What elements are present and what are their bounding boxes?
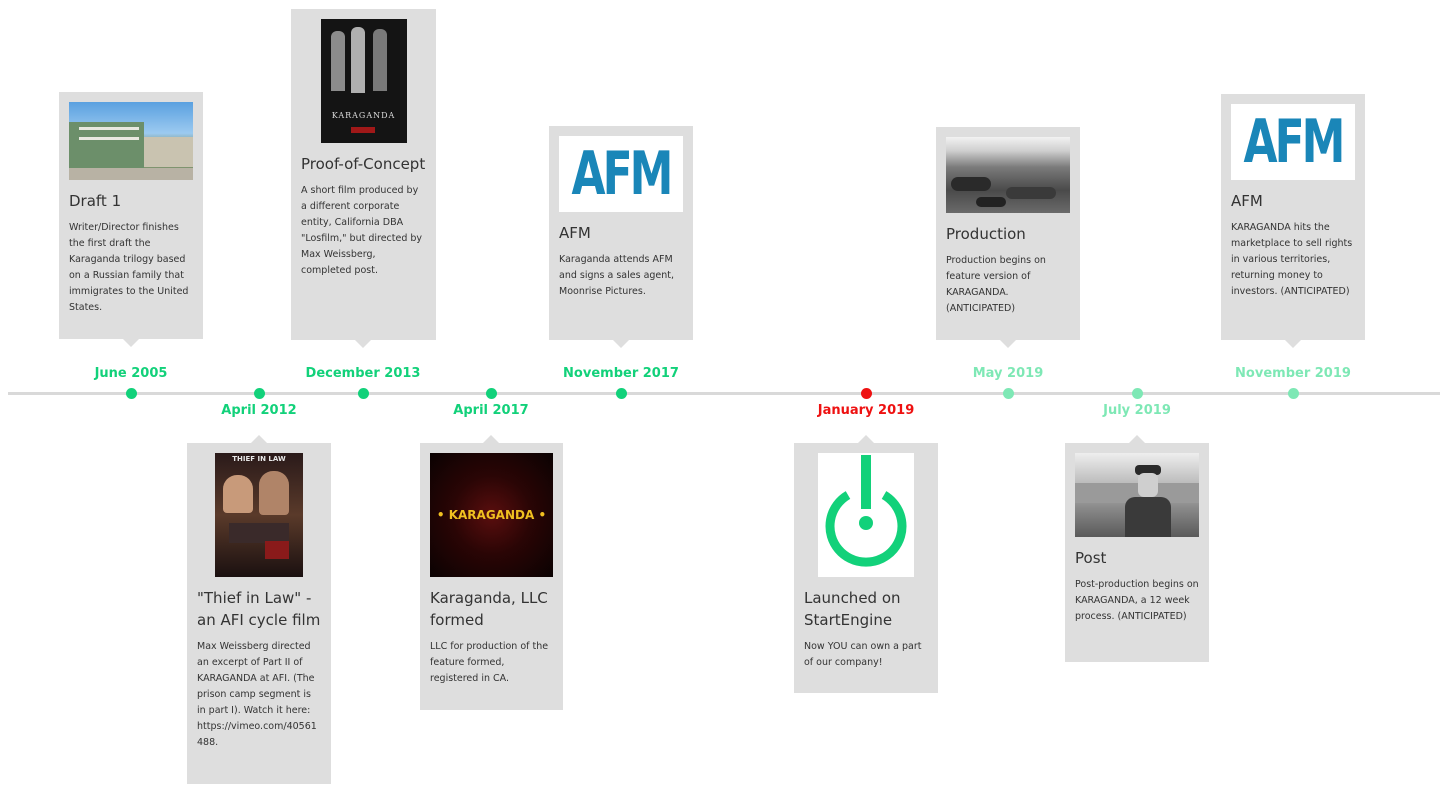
card-pointer [858, 435, 874, 443]
event-title: Post [1075, 549, 1107, 567]
afm-logo: AFM [1231, 104, 1355, 180]
card-pointer [355, 340, 371, 348]
card-pointer [123, 339, 139, 347]
date-label: December 2013 [305, 366, 421, 381]
event-title: Draft 1 [69, 192, 122, 210]
card-pointer [1285, 340, 1301, 348]
palace-photo [69, 102, 193, 180]
date-label: April 2017 [453, 403, 529, 418]
karaganda-poster: KARAGANDA [320, 19, 407, 143]
event-card-startengine[interactable]: Launched on StartEngine Now YOU can own … [794, 435, 938, 693]
event-title: Production [946, 225, 1026, 243]
event-description: LLC for production of the feature formed… [430, 641, 549, 684]
landscape-photo [946, 137, 1070, 213]
card-pointer [1129, 435, 1145, 443]
event-card-production[interactable]: Production Production begins on feature … [936, 127, 1080, 348]
dot-april-2017[interactable] [486, 388, 497, 399]
dot-january-2019[interactable] [861, 388, 872, 399]
dot-may-2019[interactable] [1003, 388, 1014, 399]
event-title: AFM [1231, 192, 1263, 210]
event-card-post[interactable]: Post Post-production begins on KARAGANDA… [1065, 435, 1209, 662]
dot-april-2012[interactable] [254, 388, 265, 399]
event-card-afm-2017[interactable]: AFM AFM Karaganda attends AFM and signs … [549, 126, 693, 348]
dot-december-2013[interactable] [358, 388, 369, 399]
date-label: May 2019 [972, 366, 1044, 381]
event-card-proof-of-concept[interactable]: KARAGANDA Proof-of-Concept A short film … [291, 9, 436, 348]
date-label: November 2019 [1235, 366, 1351, 381]
thief-in-law-poster: THIEF IN LAW [215, 453, 303, 577]
date-label: November 2017 [563, 366, 679, 381]
soldier-photo [1075, 453, 1199, 537]
event-title: Proof-of-Concept [301, 155, 426, 173]
card-pointer [483, 435, 499, 443]
dot-july-2019[interactable] [1132, 388, 1143, 399]
date-label: April 2012 [221, 403, 297, 418]
event-title: AFM [559, 224, 591, 242]
event-description: KARAGANDA hits the marketplace to sell r… [1231, 222, 1353, 297]
event-description: Production begins on feature version of … [946, 255, 1046, 314]
event-description: Max Weissberg directed an excerpt of Par… [197, 641, 317, 748]
dot-november-2017[interactable] [616, 388, 627, 399]
card-pointer [251, 435, 267, 443]
poster-title: THIEF IN LAW [232, 455, 286, 463]
poster-title: KARAGANDA [331, 111, 396, 120]
event-title: Karaganda, LLC formed [430, 589, 548, 629]
event-description: A short film produced by a different cor… [301, 185, 423, 276]
date-label: July 2019 [1103, 403, 1171, 418]
event-card-thief-in-law[interactable]: THIEF IN LAW "Thief in Law" - an AFI cyc… [187, 435, 331, 784]
event-card-karaganda-llc[interactable]: • KARAGANDA • Karaganda, LLC formed LLC … [420, 435, 563, 710]
date-label: January 2019 [817, 403, 915, 418]
event-title: "Thief in Law" - an AFI cycle film [197, 589, 321, 629]
date-label: June 2005 [94, 366, 168, 381]
title-card-text: • KARAGANDA • [436, 508, 547, 522]
card-pointer [1000, 340, 1016, 348]
event-title: Launched on StartEngine [804, 589, 901, 629]
afm-logo: AFM [559, 136, 683, 212]
event-description: Writer/Director finishes the first draft… [69, 222, 189, 313]
dot-june-2005[interactable] [126, 388, 137, 399]
event-card-afm-2019[interactable]: AFM AFM KARAGANDA hits the marketplace t… [1221, 94, 1365, 348]
startengine-logo [818, 453, 914, 577]
event-description: Post-production begins on KARAGANDA, a 1… [1075, 579, 1199, 622]
dot-november-2019[interactable] [1288, 388, 1299, 399]
karaganda-title-card: • KARAGANDA • [430, 453, 553, 577]
power-icon [825, 455, 907, 567]
event-description: Now YOU can own a part of our company! [804, 641, 922, 668]
timeline-axis [8, 392, 1440, 395]
event-card-draft-1[interactable]: Draft 1 Writer/Director finishes the fir… [59, 92, 203, 347]
card-pointer [613, 340, 629, 348]
event-description: Karaganda attends AFM and signs a sales … [559, 254, 675, 297]
